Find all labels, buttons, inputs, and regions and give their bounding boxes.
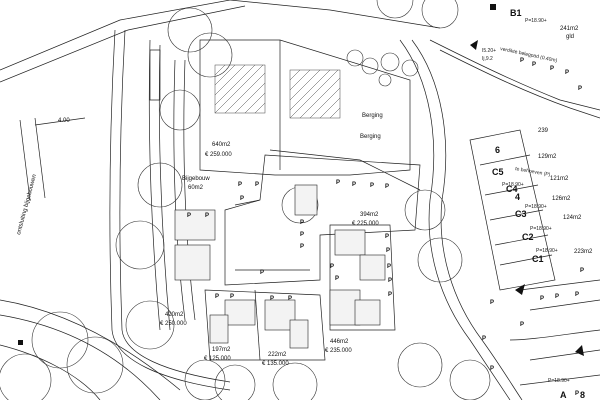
lot-area-420: 420m2 bbox=[165, 312, 184, 318]
unit-area-c1: 223m2 bbox=[574, 249, 593, 255]
parking-label: P bbox=[575, 391, 579, 397]
parking-label: P bbox=[550, 66, 554, 72]
note-level: I5.20+ bbox=[482, 48, 496, 54]
parking-label: P bbox=[300, 244, 304, 250]
lot-area-222: 222m2 bbox=[268, 352, 287, 358]
street-label: ontsluiting bijgebouwen bbox=[16, 174, 38, 236]
parking-label: P bbox=[386, 248, 390, 254]
lot-price-197: € 125.000 bbox=[204, 356, 231, 362]
note-verduiding: verdikte belegpad (0.40m) bbox=[500, 46, 558, 64]
parking-label: P bbox=[385, 184, 389, 190]
unit-code-c3: C3 bbox=[515, 209, 527, 219]
lot-price-420: € 250.000 bbox=[160, 321, 187, 327]
lot-area-446: 446m2 bbox=[330, 339, 349, 345]
parking-label: P bbox=[288, 296, 292, 302]
unit-code-c4: C4 bbox=[506, 184, 518, 194]
unit-area-c3: 124m2 bbox=[563, 215, 582, 221]
bijgebouw-label: Bijgebouw bbox=[182, 176, 210, 182]
parking-label: P bbox=[580, 268, 584, 274]
parking-label: P bbox=[520, 322, 524, 328]
unit-number-6: 6 bbox=[495, 145, 500, 155]
marker-square-icon bbox=[18, 340, 23, 345]
bijgebouw-area: 60m2 bbox=[188, 185, 204, 191]
unit-level-c5: P=18.90+ bbox=[502, 182, 524, 188]
lot-area-394: 394m2 bbox=[360, 212, 379, 218]
unit-code-c1: C1 bbox=[532, 254, 544, 264]
parking-label: P bbox=[330, 264, 334, 270]
parking-label: P bbox=[385, 234, 389, 240]
small-code: A bbox=[560, 390, 567, 400]
unit-level-c2: P=18.90+ bbox=[530, 226, 552, 232]
parking-label: P bbox=[300, 232, 304, 238]
parking-label: P bbox=[300, 220, 304, 226]
unit-number-4: 4 bbox=[515, 192, 520, 202]
parking-label: P bbox=[387, 264, 391, 270]
parking-label: P bbox=[520, 58, 524, 64]
parking-label: P bbox=[336, 180, 340, 186]
marker-square-icon bbox=[490, 4, 496, 10]
parking-label: P bbox=[482, 336, 486, 342]
parking-label: P bbox=[388, 278, 392, 284]
corner-number: 239 bbox=[538, 128, 549, 134]
top-lot-area: 640m2 bbox=[212, 142, 231, 148]
marker-triangle-icon bbox=[515, 284, 525, 295]
area-121: 121m2 bbox=[550, 176, 569, 182]
lot-price-394: € 225.000 bbox=[352, 221, 379, 227]
unit-level-c1: P=18.90+ bbox=[536, 248, 558, 254]
parking-label: P bbox=[532, 62, 536, 68]
parking-label: P bbox=[490, 300, 494, 306]
unit-code-c5: C5 bbox=[492, 167, 504, 177]
width-marker: 4.00 bbox=[58, 118, 70, 124]
unit-level-c3: P=18.90+ bbox=[525, 204, 547, 210]
unit-area-c5: 129m2 bbox=[538, 154, 557, 160]
parking-label: P bbox=[490, 366, 494, 372]
parking-labels: P P P P P P P P P P P P P P P P P P P P … bbox=[187, 58, 584, 397]
b1-level: P=18.90+ bbox=[525, 18, 547, 24]
top-lot-price: € 259.000 bbox=[205, 152, 232, 158]
parking-label: P bbox=[388, 292, 392, 298]
parking-label: P bbox=[352, 182, 356, 188]
small-number: 8 bbox=[580, 390, 585, 400]
parking-label: P bbox=[205, 213, 209, 219]
berging-label-2: Berging bbox=[360, 134, 381, 140]
parking-label: P bbox=[240, 196, 244, 202]
parking-label: P bbox=[255, 182, 259, 188]
marker-symbols bbox=[18, 4, 584, 356]
unit-code-c2: C2 bbox=[522, 232, 534, 242]
unit-area-c4: 126m2 bbox=[552, 196, 571, 202]
parking-label: P bbox=[260, 270, 264, 276]
lot-area-197: 197m2 bbox=[212, 347, 231, 353]
parking-label: P bbox=[230, 294, 234, 300]
note-level-2: Ij,9.2 bbox=[482, 56, 493, 62]
small-level: P=18.90+ bbox=[548, 378, 570, 384]
marker-triangle-icon bbox=[575, 345, 584, 356]
lot-price-446: € 235.000 bbox=[325, 348, 352, 354]
parking-label: P bbox=[370, 183, 374, 189]
parking-label: P bbox=[215, 294, 219, 300]
parking-label: P bbox=[238, 182, 242, 188]
lot-price-222: € 135.000 bbox=[262, 361, 289, 367]
parking-label: P bbox=[578, 86, 582, 92]
b1-note: gld bbox=[566, 34, 574, 40]
parking-label: P bbox=[565, 70, 569, 76]
parking-label: P bbox=[187, 213, 191, 219]
parking-label: P bbox=[540, 296, 544, 302]
unit-note: te behoeven (P) bbox=[515, 166, 551, 178]
parking-label: P bbox=[575, 292, 579, 298]
b1-area: 241m2 bbox=[560, 26, 579, 32]
parking-label: P bbox=[335, 276, 339, 282]
b1-label: B1 bbox=[510, 8, 522, 18]
marker-triangle-icon bbox=[470, 40, 478, 50]
berging-label-1: Berging bbox=[362, 113, 383, 119]
parking-label: P bbox=[270, 296, 274, 302]
parking-label: P bbox=[555, 294, 559, 300]
